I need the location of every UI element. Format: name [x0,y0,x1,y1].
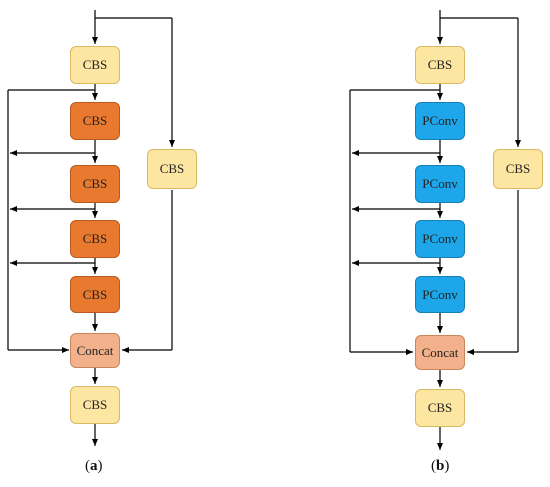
panel-b-node-concat: Concat [415,335,465,370]
panel-a-node-cbs-1: CBS [70,46,120,84]
panel-b-caption: (b) [431,458,450,474]
panel-b-node-pconv-4: PConv [415,276,465,313]
panel-a-node-cbs-5: CBS [70,276,120,313]
panel-a-node-cbs-4: CBS [70,220,120,258]
panel-b-node-cbs-out: CBS [415,389,465,427]
panel-b-connectors [349,10,521,450]
panel-b-node-branch-cbs: CBS [493,149,543,189]
panel-a-node-cbs-3: CBS [70,165,120,203]
panel-b-caption-letter: b [436,458,445,474]
panel-b-node-cbs-1: CBS [415,46,465,84]
panel-a-caption-letter: a [90,458,98,474]
panel-b-node-pconv-3: PConv [415,220,465,258]
panel-b-node-pconv-1: PConv [415,102,465,140]
panel-a-node-concat: Concat [70,333,120,368]
panel-a-caption: (a) [85,458,103,474]
panel-a-connectors [7,10,175,446]
panel-b-node-pconv-2: PConv [415,165,465,203]
panel-a-node-cbs-2: CBS [70,102,120,140]
panel-a-node-cbs-out: CBS [70,386,120,424]
panel-a-node-branch-cbs: CBS [147,149,197,189]
